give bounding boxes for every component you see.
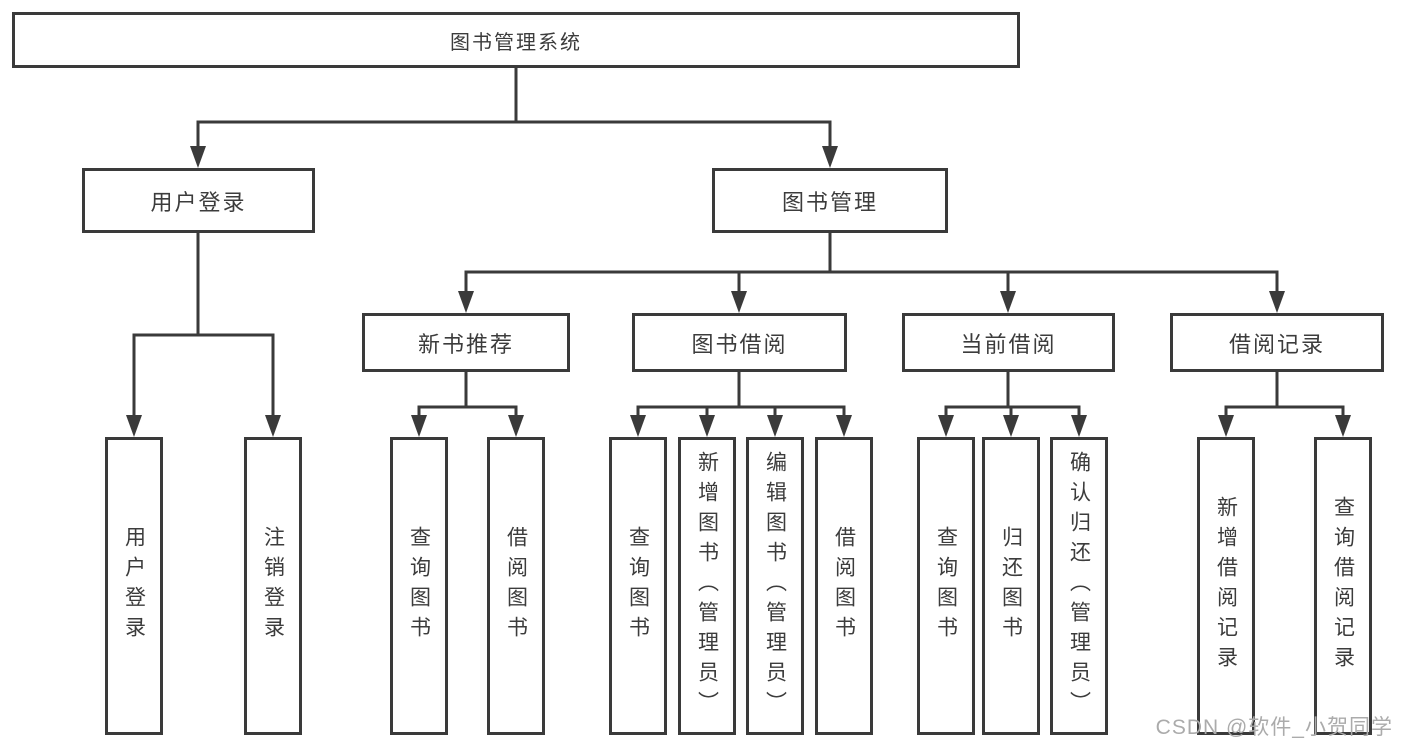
leaf-edit-book-admin: 编辑图书（管理员） xyxy=(746,437,804,735)
node-root: 图书管理系统 xyxy=(12,12,1020,68)
node-book-borrowing-label: 图书借阅 xyxy=(691,331,788,357)
leaf-query-books-borrowing: 查询图书 xyxy=(609,437,667,735)
leaf-user-login: 用户登录 xyxy=(105,437,163,735)
node-book-borrowing: 图书借阅 xyxy=(632,313,847,372)
leaf-borrow-books-borrowing: 借阅图书 xyxy=(815,437,873,735)
node-user-login: 用户登录 xyxy=(82,168,315,233)
node-current-borrowing: 当前借阅 xyxy=(902,313,1115,372)
csdn-watermark: CSDN @软件_小贺同学 xyxy=(1155,716,1393,739)
leaf-add-book-admin: 新增图书（管理员） xyxy=(678,437,736,735)
node-current-borrowing-label: 当前借阅 xyxy=(960,331,1057,357)
node-book-management-label: 图书管理 xyxy=(781,189,878,215)
leaf-query-borrow-record: 查询借阅记录 xyxy=(1314,437,1372,735)
node-root-label: 图书管理系统 xyxy=(450,31,582,54)
leaf-borrow-books-recommend: 借阅图书 xyxy=(487,437,545,735)
node-user-login-label: 用户登录 xyxy=(150,189,247,215)
leaf-add-borrow-record: 新增借阅记录 xyxy=(1197,437,1255,735)
leaf-return-books: 归还图书 xyxy=(982,437,1040,735)
node-new-book-recommend-label: 新书推荐 xyxy=(417,331,514,357)
node-book-management: 图书管理 xyxy=(712,168,948,233)
leaf-query-books-current: 查询图书 xyxy=(917,437,975,735)
node-borrow-records: 借阅记录 xyxy=(1170,313,1384,372)
leaf-confirm-return-admin: 确认归还（管理员） xyxy=(1050,437,1108,735)
leaf-query-books-recommend: 查询图书 xyxy=(390,437,448,735)
leaf-logout-login: 注销登录 xyxy=(244,437,302,735)
node-borrow-records-label: 借阅记录 xyxy=(1228,331,1325,357)
node-new-book-recommend: 新书推荐 xyxy=(362,313,570,372)
